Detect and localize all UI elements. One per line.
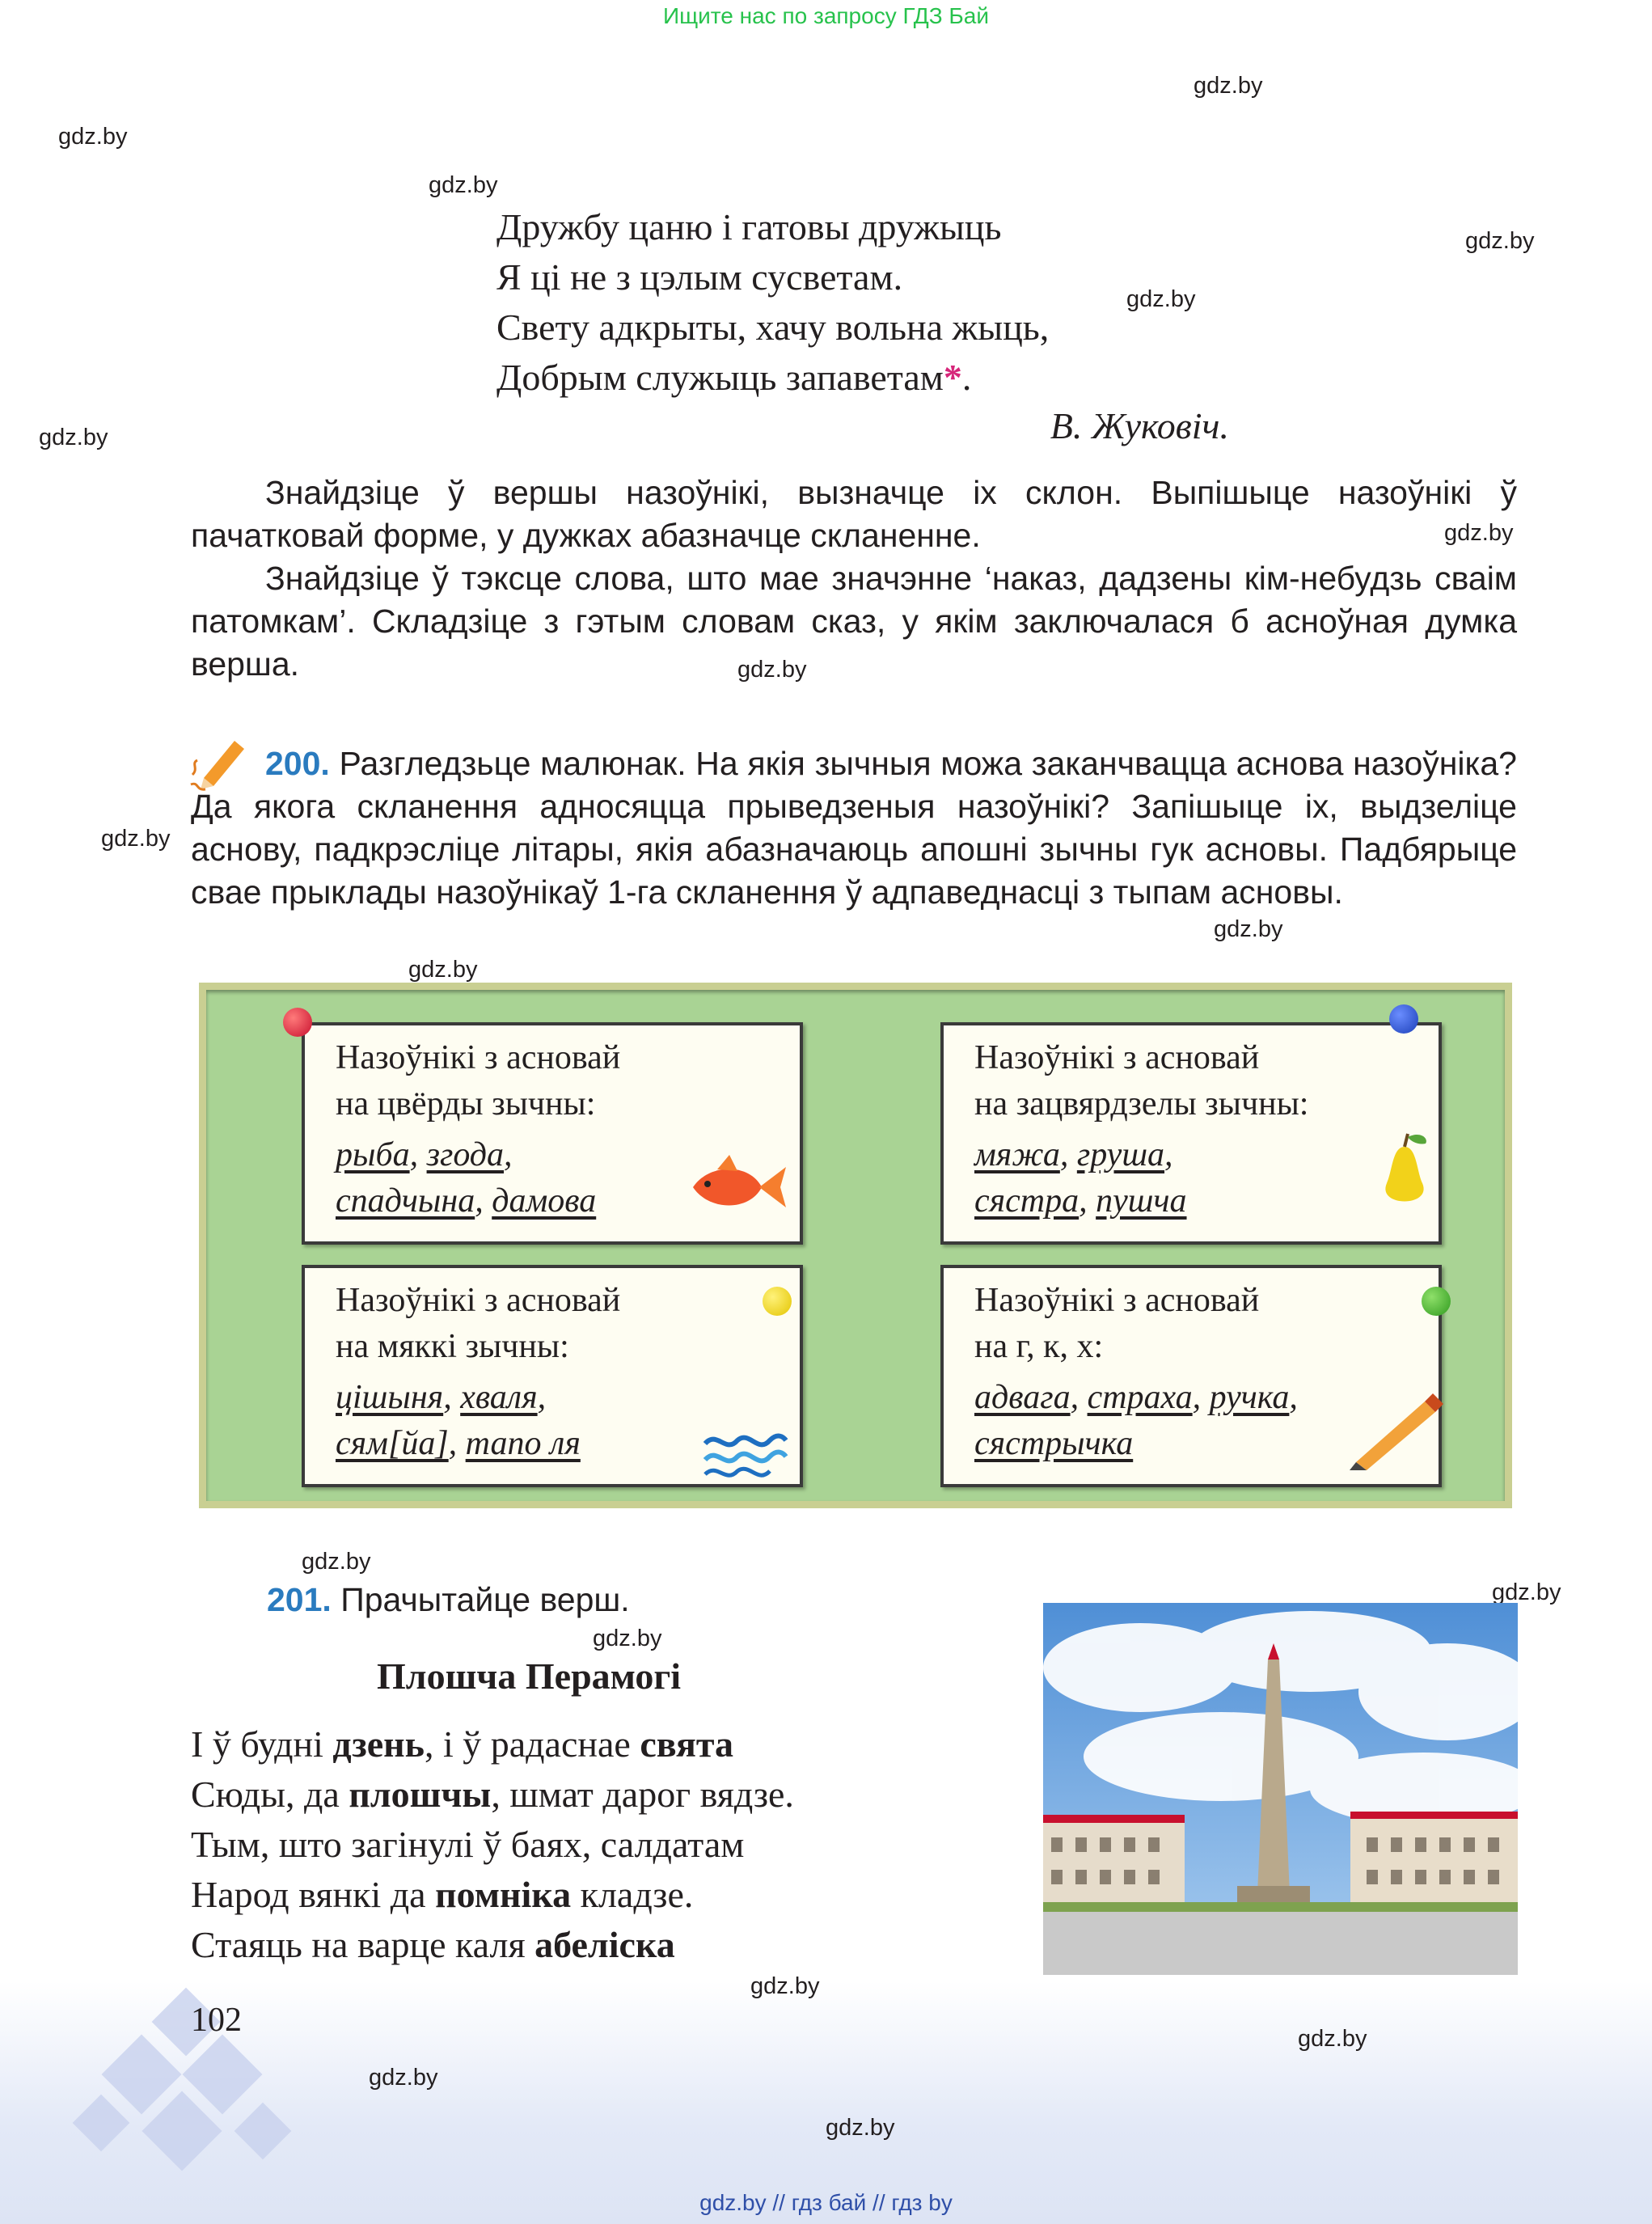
waves-icon — [703, 1433, 788, 1478]
goldfish-icon — [693, 1155, 786, 1207]
watermark: gdz.by — [1126, 286, 1196, 312]
watermark: gdz.by — [101, 826, 171, 852]
green-board: Назоўнікі з асновай на цвёрды зычны: рыб… — [199, 983, 1512, 1508]
exercise-text: Прачытайце верш. — [340, 1581, 630, 1618]
exercise-201: 201. Прачытайце верш. — [267, 1581, 630, 1619]
poem-verse-victory-square: І ў будні дзень, і ў радаснае свята Сюды… — [191, 1719, 794, 1970]
task-paragraph: Знайдзіце ў вершы назоўнікі, вызначце іх… — [191, 474, 1517, 554]
yellow-pin-icon — [763, 1287, 792, 1316]
poem-line: Стаяць на варце каля абеліска — [191, 1924, 675, 1965]
poem-line: Дружбу цаню і гатовы дружыць — [496, 206, 1002, 247]
blue-pin-icon — [1389, 1004, 1418, 1034]
footer-search-links[interactable]: gdz.by // гдз бай // гдз by — [699, 2190, 953, 2215]
poem-tasks: Знайдзіце ў вершы назоўнікі, вызначце іх… — [191, 471, 1517, 686]
green-pin-icon — [1422, 1287, 1451, 1316]
watermark: gdz.by — [1492, 1579, 1561, 1605]
pear-icon — [1385, 1133, 1426, 1202]
poem-line: Тым, што загінулі ў баях, салдатам — [191, 1824, 745, 1865]
watermark: gdz.by — [429, 172, 498, 198]
poem-line: Свету адкрыты, хачу вольна жыць, — [496, 307, 1050, 348]
poem-line: Я ці не з цэлым сусветам. — [496, 256, 903, 298]
watermark: gdz.by — [593, 1626, 662, 1651]
watermark: gdz.by — [302, 1549, 371, 1575]
watermark: gdz.by — [58, 124, 128, 150]
card-hardened-consonant: Назоўнікі з асновай на зацвярдзелы зычны… — [940, 1022, 1442, 1245]
card-hard-consonant: Назоўнікі з асновай на цвёрды зычны: рыб… — [302, 1022, 803, 1245]
poem-author: В. Жуковіч. — [1050, 405, 1229, 446]
card-g-k-x: Назоўнікі з асновай на г, к, х: адвага, … — [940, 1265, 1443, 1487]
exercise-text: Разгледзьце малюнак. На якія зычныя можа… — [191, 745, 1517, 911]
page-number: 102 — [191, 2002, 242, 2039]
footnote-star[interactable]: * — [943, 357, 962, 398]
watermark: gdz.by — [737, 657, 807, 683]
poem-line: Народ вянкі да помніка кладзе. — [191, 1874, 694, 1915]
poem-verse: Дружбу цаню і гатовы дружыць Я ці не з ц… — [496, 202, 1049, 403]
red-pin-icon — [283, 1008, 312, 1037]
watermark: gdz.by — [1465, 228, 1535, 254]
exercise-number: 201. — [267, 1581, 332, 1618]
writing-pencil-icon — [190, 741, 244, 791]
exercise-number: 200. — [265, 745, 330, 782]
task-paragraph: Знайдзіце ў тэксце слова, што мае значэн… — [191, 560, 1517, 683]
watermark: gdz.by — [1444, 520, 1514, 546]
exercise-200: 200. Разгледзьце малюнак. На якія зычныя… — [191, 742, 1517, 914]
watermark: gdz.by — [750, 1973, 820, 1999]
poem-line: Сюды, да плошчы, шмат дарог вядзе. — [191, 1774, 794, 1815]
watermark: gdz.by — [1194, 73, 1263, 99]
poem-line: І ў будні дзень, і ў радаснае свята — [191, 1723, 734, 1765]
card-soft-consonant: Назоўнікі з асновай на мяккі зычны: цішы… — [302, 1265, 803, 1487]
victory-square-photo — [1043, 1603, 1518, 1975]
bottom-decor-band — [0, 1981, 1652, 2224]
pen-icon — [1350, 1393, 1443, 1470]
poem-title: Плошча Перамогі — [377, 1655, 682, 1697]
diamond-pattern-decor — [72, 1987, 292, 2171]
watermark: gdz.by — [826, 2115, 895, 2141]
watermark: gdz.by — [39, 425, 108, 450]
watermark: gdz.by — [408, 957, 478, 983]
poem-line: Добрым служыць запаветам*. — [496, 357, 972, 398]
watermark: gdz.by — [1298, 2026, 1367, 2052]
watermark: gdz.by — [369, 2065, 438, 2091]
watermark: gdz.by — [1214, 916, 1283, 942]
header-search-link[interactable]: Ищите нас по запросу ГДЗ Бай — [662, 3, 990, 28]
